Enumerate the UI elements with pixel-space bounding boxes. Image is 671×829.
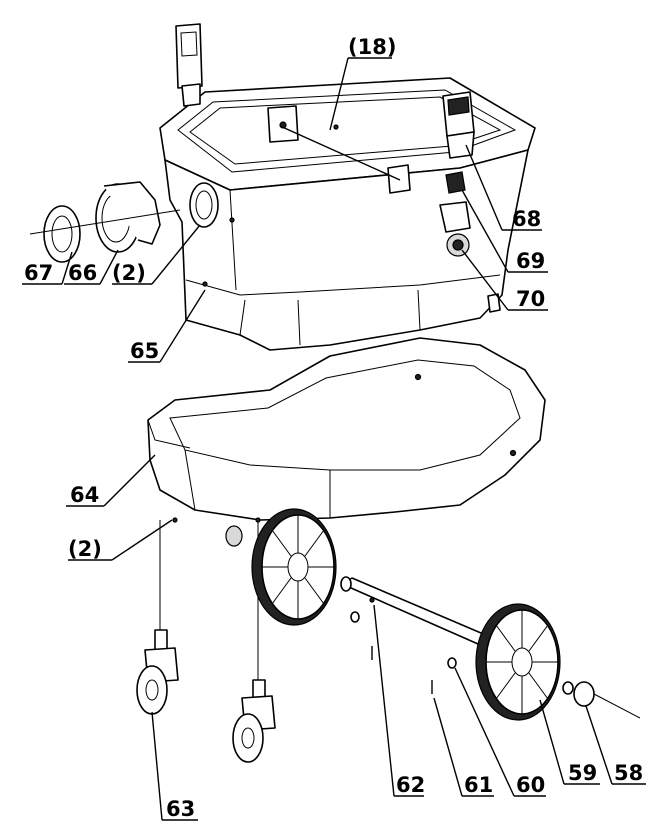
callout-70: 70 — [516, 287, 545, 311]
callout-labels: (18) 67 66 (2) 65 68 69 70 64 (2) 62 61 … — [24, 35, 643, 821]
callout-62: 62 — [396, 773, 425, 797]
axle-part-62 — [340, 576, 489, 645]
callout-58: 58 — [614, 761, 643, 785]
callout-61: 61 — [464, 773, 493, 797]
callout-2-upper: (2) — [112, 261, 146, 285]
rear-wheel-left — [225, 508, 337, 626]
hubcap-part-58 — [562, 681, 641, 719]
callout-68: 68 — [512, 207, 541, 231]
callout-2-lower: (2) — [68, 537, 102, 561]
callout-66: 66 — [68, 261, 97, 285]
rear-wheel-right-part-59 — [475, 603, 561, 721]
small-parts-60-61 — [350, 611, 457, 694]
callout-69: 69 — [516, 249, 545, 273]
callout-67: 67 — [24, 261, 53, 285]
hose-cuff-part-67 — [29, 205, 181, 263]
callout-59: 59 — [568, 761, 597, 785]
cart-base-part-64 — [147, 337, 546, 521]
callout-65: 65 — [130, 339, 159, 363]
leader-lines — [22, 57, 646, 821]
callout-64: 64 — [70, 483, 99, 507]
tank-body-part-65 — [159, 23, 536, 351]
callout-60: 60 — [516, 773, 545, 797]
callout-63: 63 — [166, 797, 195, 821]
caster-wheel-part-63 — [136, 517, 276, 763]
callout-18: (18) — [348, 35, 396, 59]
hose-adapter-part-66 — [95, 181, 161, 253]
